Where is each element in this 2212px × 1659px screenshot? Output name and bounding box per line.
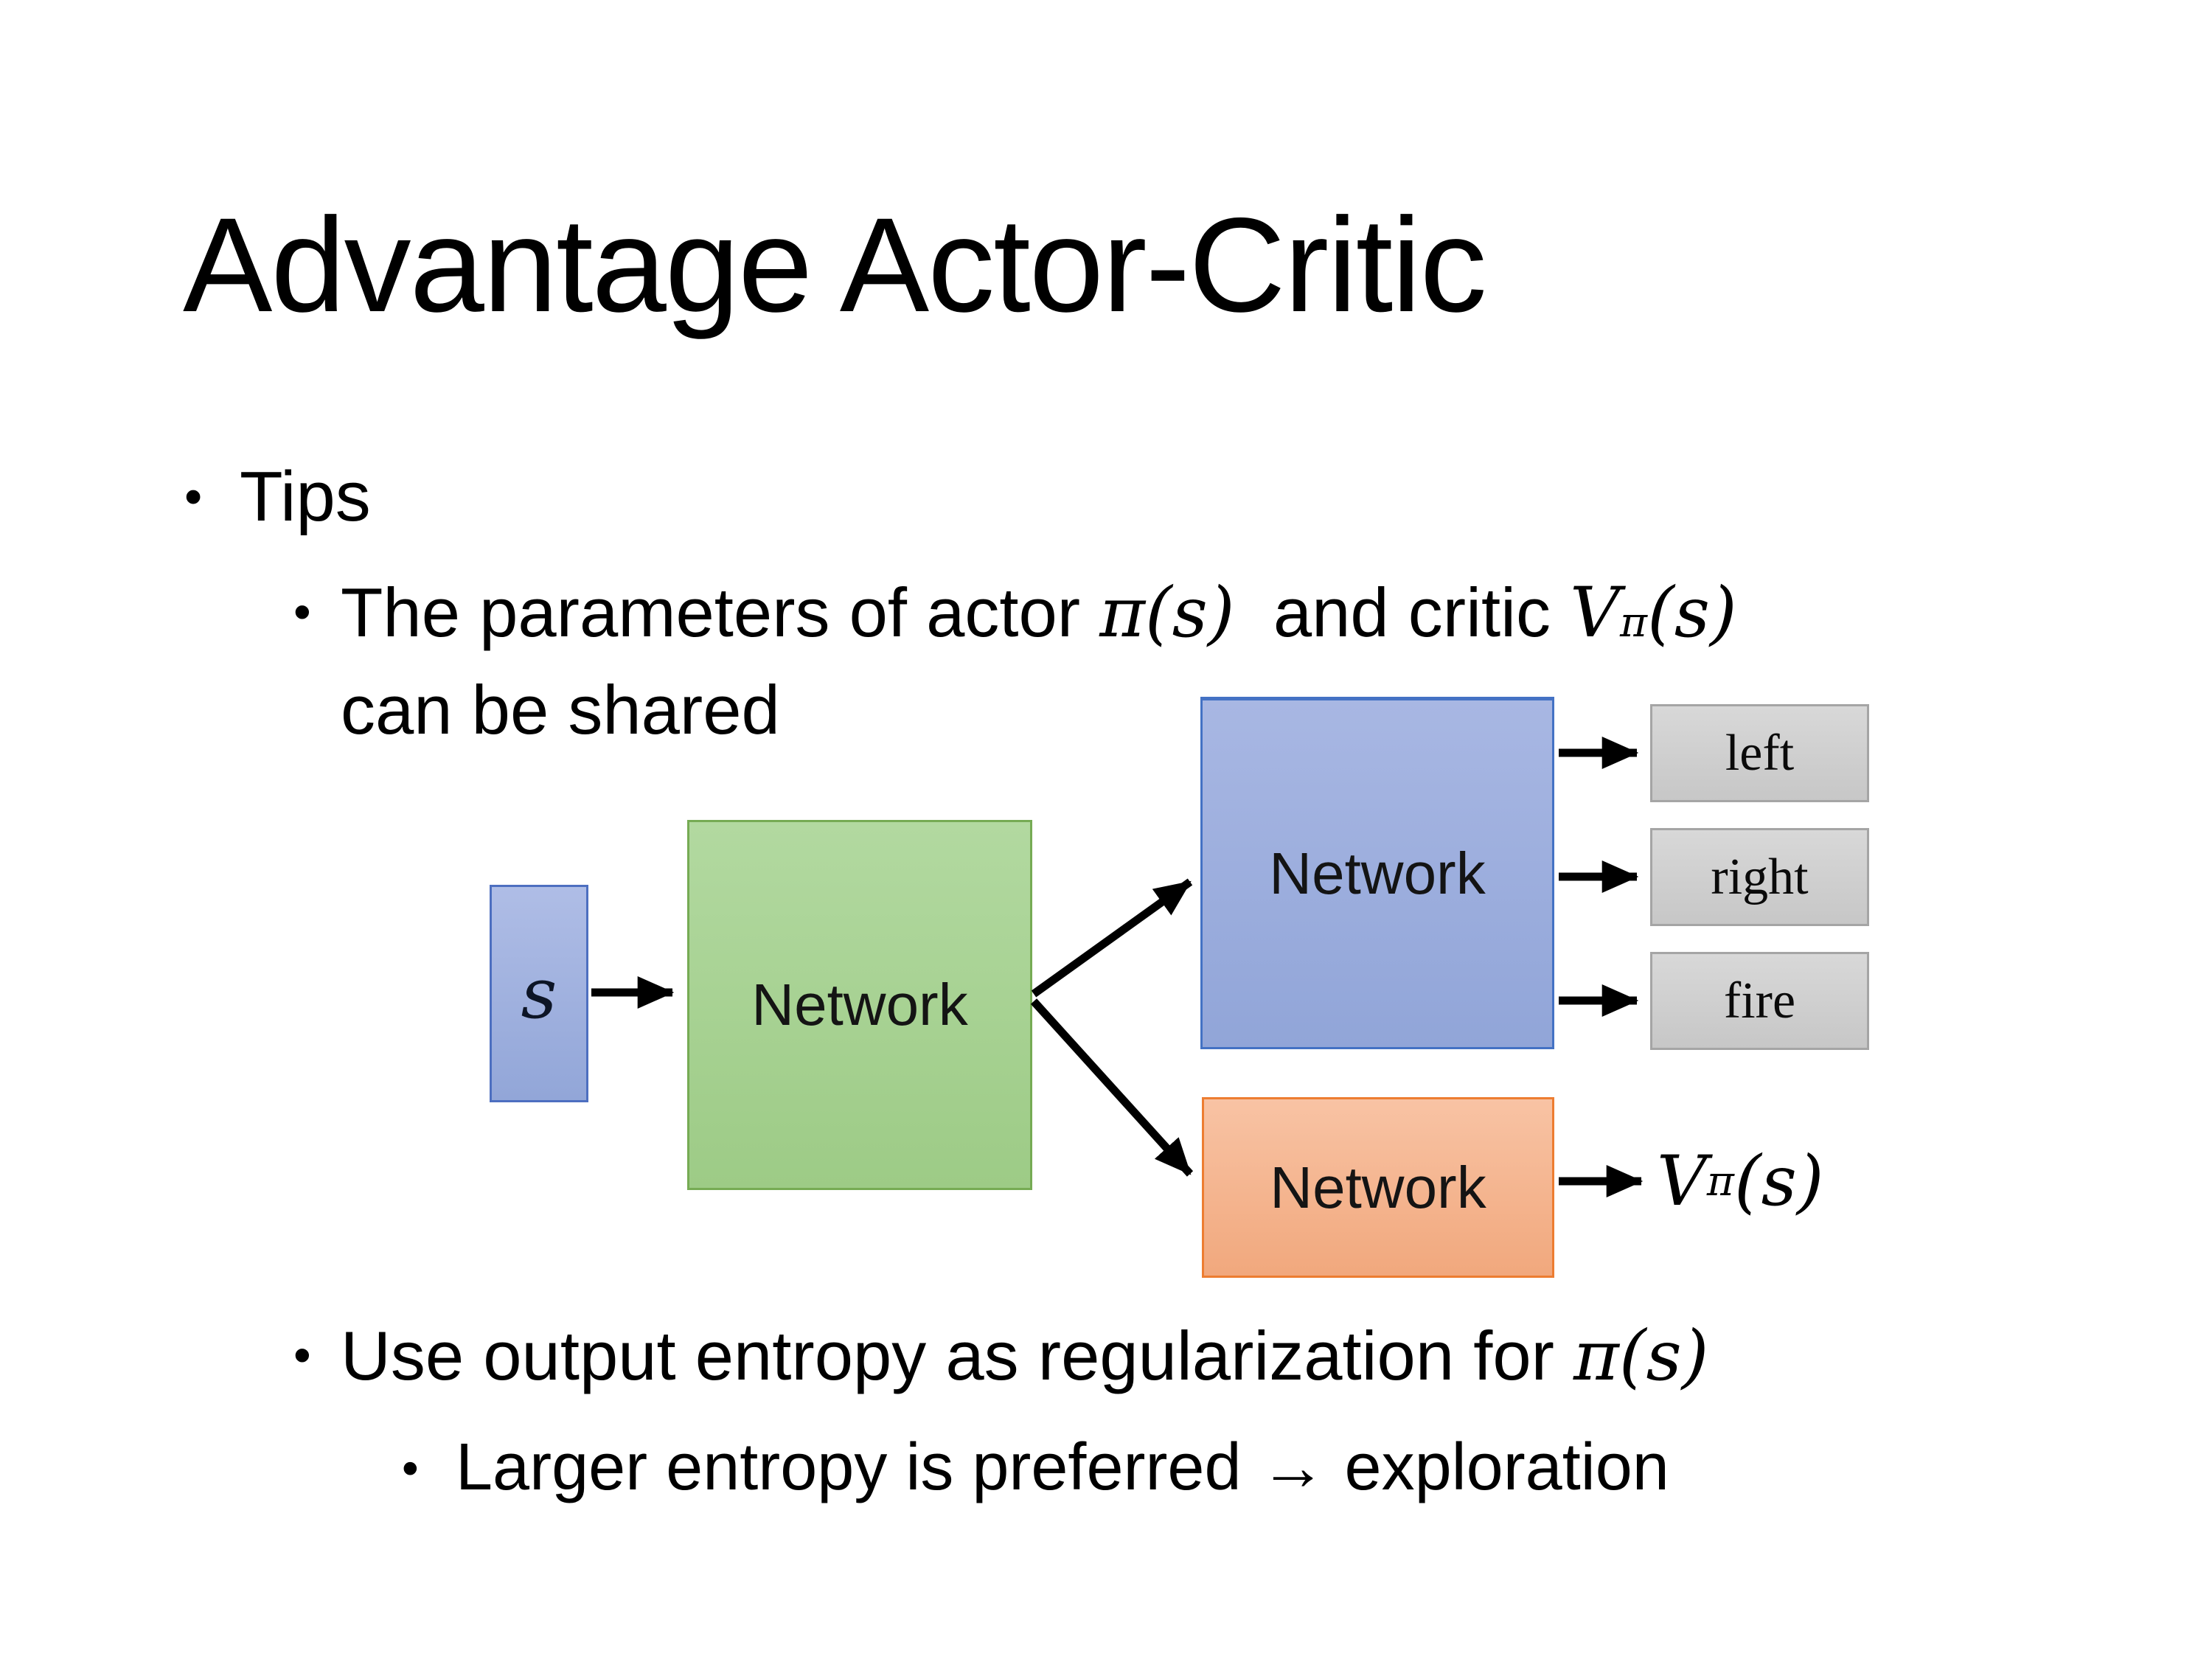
bullet-tips: • Tips	[184, 459, 371, 535]
bullet-entropy: • Use output entropy as regularization fo…	[293, 1318, 1708, 1394]
bullet-shared-text: The parameters of actor π(s) and critic …	[341, 575, 1737, 651]
action-box-right: right	[1650, 828, 1869, 926]
arrow-shared-to-actor	[1031, 878, 1193, 998]
actor-pi-math: π(s)	[1099, 573, 1235, 653]
arrow-shared-to-critic	[1030, 998, 1194, 1177]
shared-middle: and critic	[1234, 574, 1571, 651]
bullet-exploration: • Larger entropy is preferred → explorati…	[402, 1430, 1669, 1504]
bullet-entropy-text: Use output entropy as regularization for…	[341, 1318, 1708, 1394]
value-args: (s)	[1647, 573, 1737, 653]
bullet-dot: •	[402, 1441, 419, 1495]
state-label: s	[521, 953, 557, 1034]
bullet-shared-params: • The parameters of actor π(s) and critic…	[293, 575, 1737, 651]
actor-network-box: Network	[1200, 697, 1554, 1049]
value-sup: π	[1620, 599, 1648, 647]
bullet-shared-params-line2: can be shared	[341, 672, 780, 748]
entropy-pi-math: π(s)	[1573, 1316, 1709, 1397]
bullet-exploration-text: Larger entropy is preferred → exploratio…	[456, 1430, 1669, 1504]
state-box: s	[490, 885, 588, 1102]
shared-prefix: The parameters of actor	[341, 574, 1100, 651]
entropy-prefix: Use output entropy as regularization for	[341, 1317, 1574, 1394]
critic-network-label: Network	[1270, 1154, 1486, 1220]
value-base: V	[1657, 1141, 1707, 1222]
action-box-fire: fire	[1650, 952, 1869, 1050]
action-label-right: right	[1711, 848, 1809, 905]
action-box-left: left	[1650, 704, 1869, 802]
actor-network-label: Network	[1269, 841, 1486, 906]
shared-line2-text: can be shared	[341, 671, 780, 748]
bullet-dot: •	[184, 467, 203, 525]
value-base: V	[1570, 573, 1620, 653]
slide-title: Advantage Actor-Critic	[183, 189, 1487, 340]
bullet-dot: •	[293, 585, 311, 640]
bullet-dot: •	[293, 1328, 311, 1383]
shared-network-box: Network	[687, 820, 1032, 1190]
critic-value-math: Vπ(s)	[1570, 573, 1737, 653]
value-args: (s)	[1733, 1141, 1824, 1222]
action-label-left: left	[1725, 724, 1795, 782]
action-label-fire: fire	[1723, 972, 1796, 1029]
bullet-tips-text: Tips	[240, 457, 371, 536]
critic-network-box: Network	[1202, 1097, 1554, 1278]
shared-network-label: Network	[751, 972, 968, 1037]
